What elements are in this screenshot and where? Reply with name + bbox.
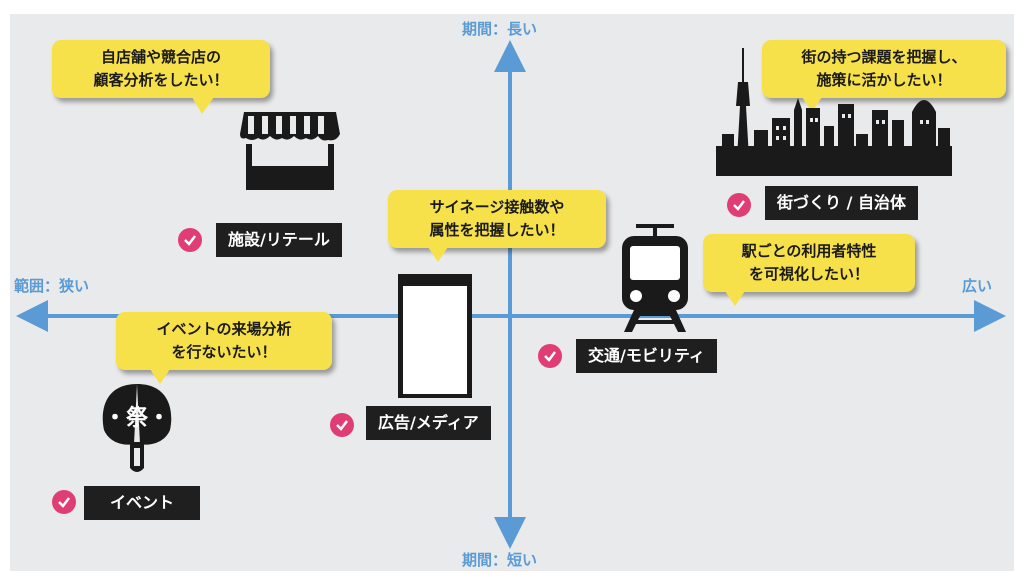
axis-label-bottom: 期間：短い — [462, 551, 538, 569]
event-check-icon — [52, 490, 76, 514]
event-bubble-line-1: イベントの来場分析 — [156, 320, 292, 338]
axis-label-top: 期間：長い — [462, 20, 538, 38]
axis-label-left: 範囲：狭い — [14, 277, 90, 295]
event-tag: イベント — [84, 486, 201, 520]
transport-bubble-tail — [725, 291, 745, 306]
advertising-bubble-line-1: サイネージ接触数や — [429, 198, 565, 216]
city-check-icon — [727, 193, 751, 217]
retail-tag: 施設/リテール — [216, 223, 342, 257]
advertising-check-icon — [330, 413, 354, 437]
advertising-speech-bubble: サイネージ接触数や 属性を把握したい！ — [388, 190, 606, 262]
event-speech-bubble: イベントの来場分析 を行ないたい！ — [116, 312, 332, 384]
festival-fan-text: ・祭・ — [103, 406, 170, 431]
transport-bubble-line-2: を可視化したい！ — [748, 265, 869, 283]
festival-fan-icon: ・祭・ — [100, 382, 174, 474]
city-tag: 街づくり / 自治体 — [765, 186, 918, 220]
transport-bubble-line-1: 駅ごとの利用者特性 — [741, 242, 877, 260]
advertising-bubble-tail — [428, 247, 448, 262]
retail-bubble-line-2: 顧客分析をしたい！ — [93, 71, 229, 89]
transport-speech-bubble: 駅ごとの利用者特性 を可視化したい！ — [703, 234, 915, 306]
retail-bubble-line-1: 自店舗や競合店の — [100, 48, 221, 66]
retail-speech-bubble: 自店舗や競合店の 顧客分析をしたい！ — [52, 40, 270, 114]
advertising-bubble-line-2: 属性を把握したい！ — [429, 221, 565, 239]
city-speech-bubble: 街の持つ課題を把握し、 施策に活かしたい！ — [762, 40, 1006, 112]
axis-label-right: 広い — [962, 277, 993, 295]
event-bubble-line-2: を行ないたい！ — [171, 343, 277, 361]
city-bubble-line-1: 街の持つ課題を把握し、 — [801, 48, 967, 66]
transport-tag: 交通/モビリティ — [576, 339, 717, 373]
retail-bubble-tail — [192, 97, 214, 114]
city-bubble-line-2: 施策に活かしたい！ — [816, 71, 952, 89]
storefront-icon — [240, 112, 340, 190]
advertising-tag: 広告/メディア — [366, 406, 491, 440]
signage-icon — [398, 274, 472, 398]
event-bubble-tail — [150, 369, 170, 384]
retail-check-icon — [178, 228, 202, 252]
transport-check-icon — [538, 344, 562, 368]
city-skyline-icon — [716, 48, 952, 176]
train-icon — [622, 224, 688, 332]
